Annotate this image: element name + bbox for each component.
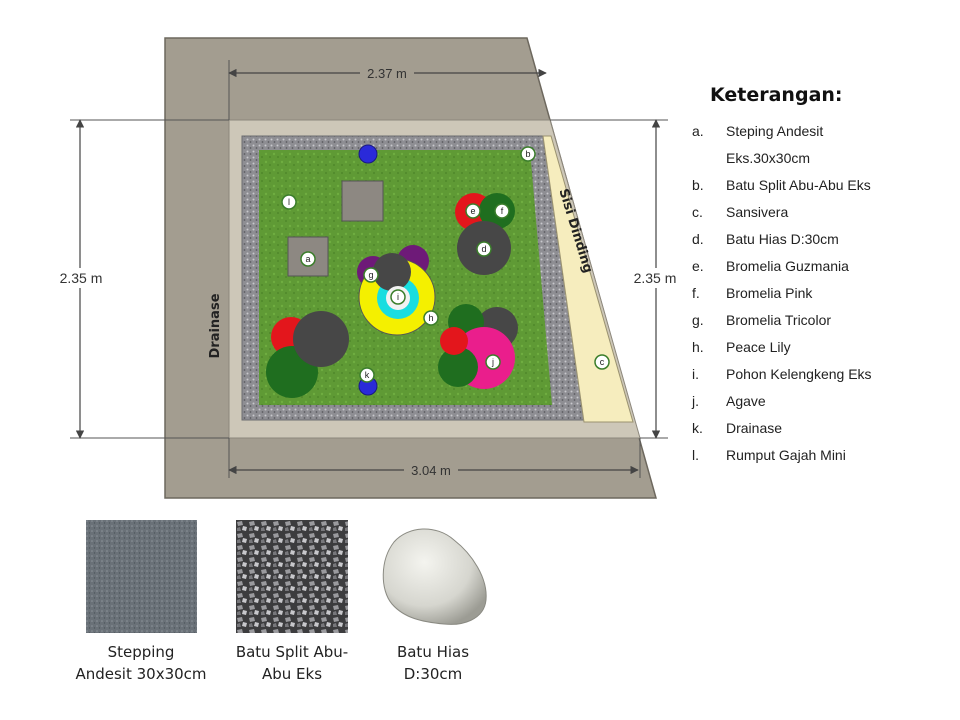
legend-item-h: h. Peace Lily xyxy=(692,334,952,361)
marker-e: e xyxy=(470,206,475,216)
marker-f: f xyxy=(501,206,504,216)
marker-g-bubble xyxy=(363,267,379,283)
legend-text: Sansivera xyxy=(726,204,789,220)
material-caption: Batu Split Abu- Abu Eks xyxy=(235,643,349,683)
legend-item-f: f. Bromelia Pink xyxy=(692,280,952,307)
legend-letter: a. xyxy=(692,123,704,139)
legend-text: Pohon Kelengkeng Eks xyxy=(726,366,872,382)
material-batu-hias: Batu Hias D:30cm xyxy=(370,520,496,685)
legend-text: Bromelia Pink xyxy=(726,285,813,301)
legend-text: Batu Split Abu-Abu Eks xyxy=(726,177,871,193)
legend-text: Bromelia Tricolor xyxy=(726,312,832,328)
decorative-stone xyxy=(373,253,411,291)
legend-letter: l. xyxy=(692,447,699,463)
legend-letter: j. xyxy=(692,393,699,409)
marker-k-bubble xyxy=(359,367,375,383)
stepping-stone xyxy=(341,180,384,222)
material-caption: Batu Hias D:30cm xyxy=(396,643,470,683)
dim-bottom-label: 3.04 m xyxy=(411,463,451,478)
legend-text: Agave xyxy=(726,393,766,409)
bromelia-pink xyxy=(438,347,478,387)
material-batu-split: Batu Split Abu- Abu Eks xyxy=(228,520,356,685)
marker-g: g xyxy=(368,270,373,280)
dim-right-label: 2.35 m xyxy=(634,270,677,286)
legend-item-c: c. Sansivera xyxy=(692,199,952,226)
gravel-image xyxy=(236,520,348,633)
legend-title: Keterangan: xyxy=(710,84,843,106)
legend-letter: i. xyxy=(692,366,699,382)
dim-top-label: 2.37 m xyxy=(367,66,407,81)
legend: Keterangan: a. Steping Andesit Eks.30x30… xyxy=(692,84,952,469)
legend-item-a: a. Steping Andesit Eks.30x30cm xyxy=(692,118,952,172)
legend-text: Batu Hias D:30cm xyxy=(726,231,839,247)
legend-letter: c. xyxy=(692,204,703,220)
legend-letter: b. xyxy=(692,177,704,193)
legend-item-e: e. Bromelia Guzmania xyxy=(692,253,952,280)
dimension-top xyxy=(228,60,547,120)
legend-item-d: d. Batu Hias D:30cm xyxy=(692,226,952,253)
marker-i: i xyxy=(397,292,399,302)
dimension-right xyxy=(550,119,681,439)
legend-text: Peace Lily xyxy=(726,339,791,355)
marker-j: j xyxy=(491,357,494,367)
legend-item-j: j. Agave xyxy=(692,388,952,415)
marker-a: a xyxy=(305,254,310,264)
marker-d-bubble xyxy=(476,241,492,257)
marker-c-bubble xyxy=(594,354,610,370)
marker-j-bubble xyxy=(485,354,501,370)
decorative-stone xyxy=(293,311,349,367)
legend-letter: f. xyxy=(692,285,700,301)
dim-left-label: 2.35 m xyxy=(60,270,103,286)
marker-i-bubble xyxy=(390,289,406,305)
legend-text: Rumput Gajah Mini xyxy=(726,447,846,463)
dimension-bottom xyxy=(228,438,641,478)
marker-k: k xyxy=(365,370,370,380)
marker-l: l xyxy=(288,197,290,207)
legend-item-g: g. Bromelia Tricolor xyxy=(692,307,952,334)
marker-f-bubble xyxy=(494,203,510,219)
legend-letter: h. xyxy=(692,339,704,355)
marker-b-bubble xyxy=(520,146,536,162)
marker-d: d xyxy=(481,244,486,254)
marker-c: c xyxy=(600,357,605,367)
material-stepping-andesit: Stepping Andesit 30x30cm xyxy=(70,520,212,685)
legend-text: Drainase xyxy=(726,420,783,436)
marker-h: h xyxy=(428,313,433,323)
drain-point xyxy=(358,144,378,164)
marker-e-bubble xyxy=(465,203,481,219)
legend-letter: g. xyxy=(692,312,704,328)
river-stone-image xyxy=(382,528,487,625)
garden-plan: 2.37 m 3.04 m 2.35 m 2.35 m Drainase Sis… xyxy=(55,37,681,499)
material-caption: Stepping Andesit 30x30cm xyxy=(75,643,207,683)
legend-letter: d. xyxy=(692,231,704,247)
wall-strip xyxy=(542,135,634,423)
legend-item-k: k. Drainase xyxy=(692,415,952,442)
drainase-label: Drainase xyxy=(208,293,223,358)
marker-b: b xyxy=(525,149,530,159)
legend-item-i: i. Pohon Kelengkeng Eks xyxy=(692,361,952,388)
legend-item-l: l. Rumput Gajah Mini xyxy=(692,442,952,469)
marker-a-bubble xyxy=(300,251,316,267)
legend-item-b: b. Batu Split Abu-Abu Eks xyxy=(692,172,952,199)
legend-text: Steping Andesit Eks.30x30cm xyxy=(726,123,824,166)
dimension-left xyxy=(55,119,229,439)
andesite-tile-image xyxy=(85,520,197,633)
legend-letter: k. xyxy=(692,420,703,436)
legend-text: Bromelia Guzmania xyxy=(726,258,849,274)
marker-l-bubble xyxy=(281,194,297,210)
legend-letter: e. xyxy=(692,258,704,274)
marker-h-bubble xyxy=(423,310,439,326)
bromelia-guzmania xyxy=(440,327,468,355)
